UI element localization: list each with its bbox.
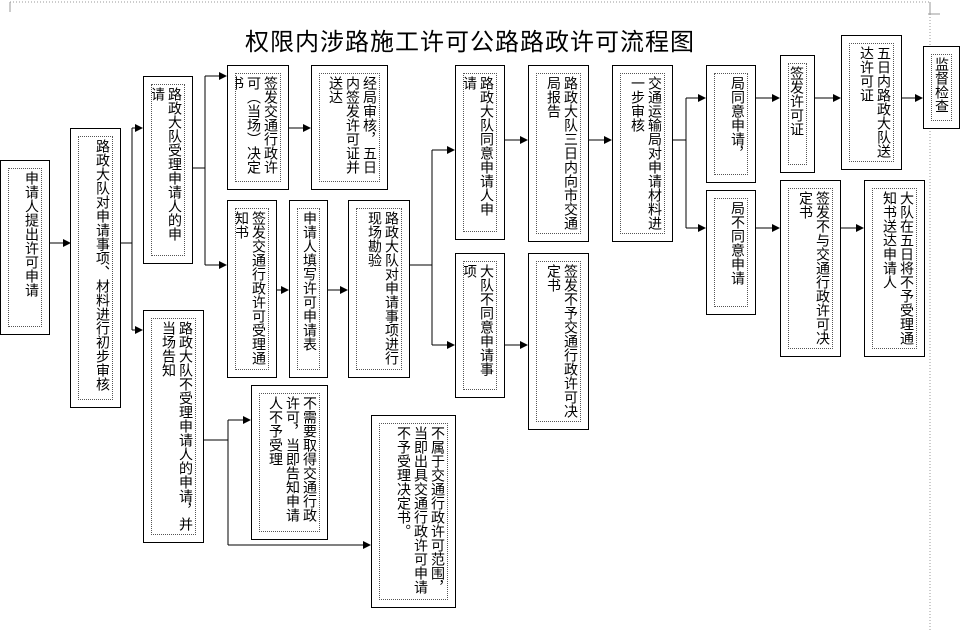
- box-brigade-disagree: 大队不同意申请事项: [455, 253, 505, 398]
- box-onsite-decision: 签发交通行政许可（当场）决定书: [227, 65, 289, 190]
- box-no-permit-needed-text: 不需要取得交通行政许可，当即告知申请人不予受理: [267, 396, 317, 522]
- box-issue-license-text: 签发许可证: [788, 66, 804, 136]
- box-out-of-scope-text: 不属于交通行政许可范围，当即出具交通行政许可申请不予受理决定书。: [395, 426, 445, 594]
- box-bureau-disagree-text: 局不同意申请: [729, 201, 745, 285]
- box-deliver-license-text: 五日内路政大队送达许可证: [858, 46, 891, 158]
- box-bureau-disagree: 局不同意申请: [706, 190, 756, 315]
- box-deny-decision: 签发不予交通行政许可决定书: [528, 253, 589, 430]
- box-no-permit-needed: 不需要取得交通行政许可，当即告知申请人不予受理: [251, 385, 328, 540]
- box-fill-form: 申请人填写许可申请表: [289, 200, 328, 378]
- box-accept: 路政大队受理申请人的申请: [143, 76, 193, 264]
- connectors: [50, 72, 923, 549]
- box-bureau-review: 经局审核，五日内签发许可证并送达: [311, 65, 388, 190]
- page-title: 权限内涉路施工许可公路路政许可流程图: [245, 28, 695, 56]
- box-apply: 申请人提出许可申请: [0, 160, 50, 335]
- box-report-bureau-text: 路政大队三日内向市交通局报告: [545, 76, 578, 230]
- box-supervise-text: 监督检查: [933, 57, 949, 113]
- box-review-text: 路政大队对申请事项、材料进行初步审核: [94, 139, 110, 391]
- box-brigade-agree: 路政大队同意申请人申请: [455, 65, 505, 240]
- box-acceptance-notice-text: 签发交通行政许可受理通知书: [235, 211, 266, 365]
- box-onsite-decision-text: 签发交通行政许可（当场）决定书: [235, 76, 278, 174]
- box-notify-deny-text: 大队在五日将不予受理通知书送达申请人: [881, 191, 914, 345]
- box-acceptance-notice: 签发交通行政许可受理通知书: [227, 200, 277, 378]
- box-reject: 路政大队不受理申请人的申请，并当场告知: [143, 310, 204, 543]
- box-out-of-scope: 不属于交通行政许可范围，当即出具交通行政许可申请不予受理决定书。: [371, 415, 456, 608]
- box-field-survey-text: 路政大队对申请事项进行现场勘验: [366, 211, 399, 365]
- box-review: 路政大队对申请事项、材料进行初步审核: [70, 128, 121, 408]
- box-brigade-agree-text: 路政大队同意申请人申请: [463, 76, 494, 216]
- box-deny-decision-2: 签发不与交通行政许可决定书: [780, 180, 841, 357]
- box-report-bureau: 路政大队三日内向市交通局报告: [528, 65, 589, 242]
- box-fill-form-text: 申请人填写许可申请表: [301, 211, 317, 351]
- box-bureau-agree: 局同意申请，: [706, 65, 756, 183]
- box-bureau-further-text: 交通运输局对申请材料进一步审核: [629, 76, 662, 230]
- box-deny-decision-2-text: 签发不与交通行政许可决定书: [797, 191, 830, 345]
- box-field-survey: 路政大队对申请事项进行现场勘验: [348, 200, 410, 378]
- box-apply-text: 申请人提出许可申请: [23, 171, 39, 297]
- box-notify-deny: 大队在五日将不予受理通知书送达申请人: [864, 180, 925, 357]
- box-bureau-agree-text: 局同意申请，: [729, 76, 745, 160]
- box-supervise: 监督检查: [923, 46, 960, 129]
- box-deny-decision-text: 签发不予交通行政许可决定书: [545, 264, 578, 418]
- box-reject-text: 路政大队不受理申请人的申请，并当场告知: [160, 321, 193, 531]
- box-accept-text: 路政大队受理申请人的申请: [151, 87, 182, 241]
- box-bureau-review-text: 经局审核，五日内签发许可证并送达: [327, 76, 377, 174]
- box-brigade-disagree-text: 大队不同意申请事项: [463, 264, 494, 376]
- box-deliver-license: 五日内路政大队送达许可证: [841, 35, 902, 170]
- box-issue-license: 签发许可证: [780, 55, 815, 173]
- box-bureau-further: 交通运输局对申请材料进一步审核: [612, 65, 673, 242]
